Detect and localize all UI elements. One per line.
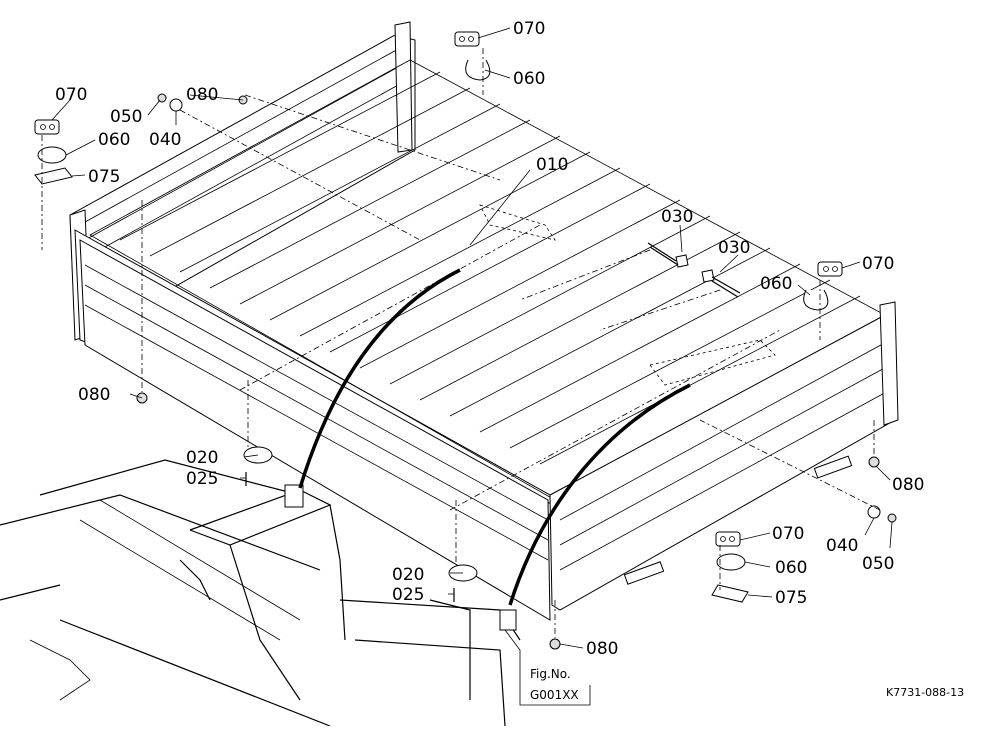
nut-080d: [549, 638, 561, 650]
callout-050: 050: [862, 554, 894, 574]
callout-080: 080: [892, 475, 924, 495]
callout-075: 075: [775, 588, 807, 608]
callout-070: 070: [772, 524, 804, 544]
nut-040b: [867, 505, 881, 519]
callout-030: 030: [718, 238, 750, 258]
callout-075: 075: [88, 167, 120, 187]
nut-040a: [169, 98, 183, 112]
callout-020: 020: [392, 565, 424, 585]
ring-060b: [465, 59, 491, 81]
hinge-bracket-070a: [34, 119, 60, 135]
fig-number: G001XX: [530, 688, 579, 702]
plate-075a: [34, 167, 73, 185]
callout-010: 010: [536, 155, 568, 175]
nut-050b: [887, 513, 897, 523]
hinge-bracket-070c: [817, 261, 843, 277]
floor-ribs: [119, 71, 861, 465]
plate-075b: [711, 584, 749, 603]
alignment-arc-left: [298, 268, 461, 489]
cargo-bed-assembly: [69, 21, 899, 621]
nut-080c: [868, 456, 880, 468]
bolt-030b: [701, 269, 741, 298]
callout-025: 025: [392, 585, 424, 605]
callout-070: 070: [862, 254, 894, 274]
callout-030: 030: [661, 207, 693, 227]
leader-lines: [41, 27, 893, 649]
callout-020: 020: [186, 448, 218, 468]
vehicle-frame: [0, 459, 521, 727]
callout-060: 060: [760, 274, 792, 294]
bolt-030a: [647, 242, 689, 268]
fig-number-box: Fig.No. G001XX: [504, 629, 591, 706]
callout-050: 050: [110, 107, 142, 127]
callout-025: 025: [186, 469, 218, 489]
callout-080: 080: [186, 85, 218, 105]
callout-040: 040: [826, 536, 858, 556]
callout-070: 070: [513, 19, 545, 39]
callout-060: 060: [775, 558, 807, 578]
hinge-bracket-070b: [454, 31, 480, 47]
callout-040: 040: [149, 130, 181, 150]
fig-label: Fig.No.: [530, 667, 571, 681]
callout-060: 060: [98, 130, 130, 150]
callout-060: 060: [513, 69, 545, 89]
hinge-bracket-070d: [715, 531, 741, 547]
alignment-arc-right: [508, 383, 691, 606]
callout-080: 080: [78, 385, 110, 405]
drawing-code: K7731-088-13: [886, 686, 964, 699]
callout-070: 070: [55, 85, 87, 105]
ring-060d: [716, 553, 746, 571]
callout-080: 080: [586, 639, 618, 659]
